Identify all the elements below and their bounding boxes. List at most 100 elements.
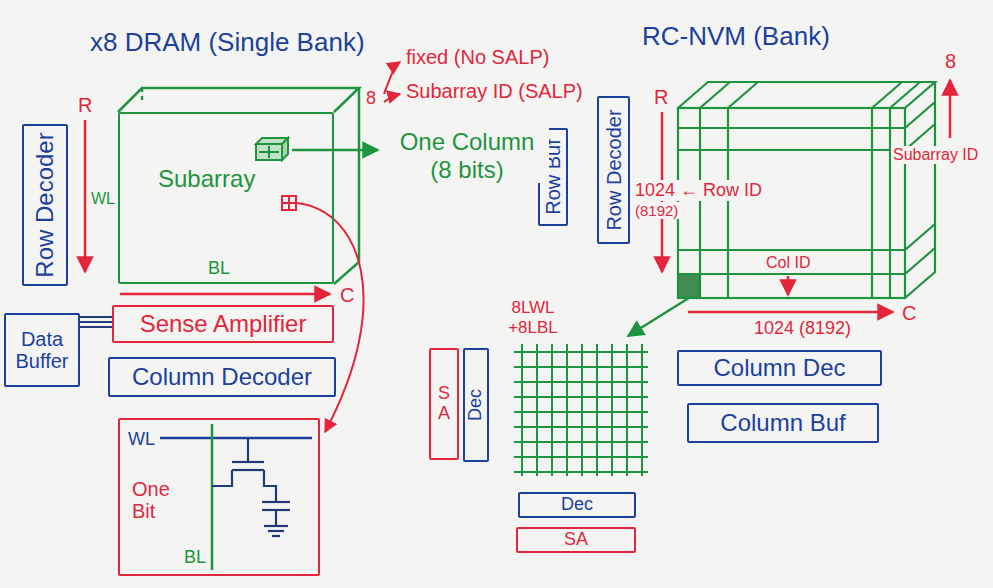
label-text: 8LWL +8LBL: [500, 298, 566, 337]
selected-cell: [679, 275, 700, 297]
label-text: RC-NVM (Bank): [640, 22, 832, 52]
label-text: Subarray ID: [891, 146, 980, 164]
grid-line: [514, 366, 648, 368]
grid-line: [890, 82, 920, 108]
column-pointer: [292, 149, 378, 152]
bit-cell: [282, 196, 296, 210]
node-text: SA: [564, 530, 588, 550]
ground-symbol: [264, 525, 288, 527]
label-text: 8: [943, 50, 958, 73]
grid-line: [872, 82, 902, 108]
label-text: 1024 ← Row ID: [633, 180, 764, 201]
grid-line: [905, 224, 935, 250]
source-wire: [264, 470, 276, 502]
grid-line: [514, 411, 648, 413]
grid-line: [905, 102, 935, 128]
gate-plate: [232, 461, 264, 463]
decoder-box: Dec: [518, 492, 636, 518]
node-text: Dec: [561, 495, 593, 515]
node-text: Subarray: [158, 166, 255, 192]
label-text: C: [900, 302, 918, 325]
grid-line: [905, 248, 935, 274]
cube-top: [118, 88, 359, 112]
label-text: BL: [206, 258, 232, 279]
grid-line: [727, 108, 729, 298]
label-text: Subarray ID (SALP): [404, 80, 585, 103]
cube-top: [678, 82, 935, 108]
dram-cube: [118, 88, 359, 284]
grid-line: [514, 456, 648, 458]
grid-line: [678, 249, 905, 251]
ground-wire: [275, 510, 277, 526]
transistor-capacitor: [212, 438, 290, 536]
bus-connector: [80, 317, 112, 327]
label-text: R: [652, 86, 670, 109]
label-text: C: [338, 284, 356, 307]
cube-side: [334, 88, 359, 284]
sense-amp-box: SA: [429, 348, 459, 460]
grid-line: [514, 381, 648, 383]
red-pointer: [384, 62, 400, 94]
label-text: 8: [364, 88, 378, 109]
node-text: Column Buf: [720, 410, 845, 436]
ground-symbol: [268, 530, 284, 532]
grid-line: [678, 127, 905, 129]
node-text: SA: [435, 384, 453, 424]
column-axis-arrow: [120, 293, 330, 296]
depth-arrow: [949, 80, 952, 138]
grid-line: [514, 426, 648, 428]
row-decoder-box: Row Decoder: [597, 96, 630, 244]
node-text: Sense Amplifier: [140, 311, 307, 337]
grid-line: [871, 108, 873, 298]
node-text: One Bit: [132, 478, 176, 522]
bitline: [211, 424, 214, 570]
node-text: Row Decoder: [32, 132, 58, 277]
capacitor-plate: [262, 501, 290, 503]
zoom-pointer: [297, 203, 364, 432]
grid-line: [678, 273, 905, 275]
channel: [232, 469, 264, 471]
crosspoint-grid: [514, 344, 648, 476]
cube-front: [678, 108, 905, 298]
grid-line: [700, 82, 730, 108]
node-text: BL: [184, 548, 206, 568]
grid-line: [678, 149, 905, 151]
sense-amp-box: Sense Amplifier: [112, 305, 334, 343]
sense-amp-box: SA: [516, 527, 636, 553]
label-text: One Column (8 bits): [385, 128, 549, 183]
column-block: [256, 138, 288, 160]
hidden-edge: [141, 88, 144, 102]
node-text: Column Dec: [713, 355, 845, 381]
label-text: R: [76, 94, 94, 117]
grid-line: [514, 471, 648, 473]
label-text: fixed (No SALP): [404, 46, 551, 69]
grid-line: [514, 396, 648, 398]
cell-square: [282, 196, 296, 210]
grid-line: [514, 351, 648, 353]
row-decoder-box: Row Decoder: [22, 124, 68, 286]
node-text: Dec: [466, 389, 486, 421]
column-axis-arrow: [688, 311, 893, 314]
block-side: [282, 138, 288, 160]
block-front: [256, 144, 282, 160]
column-buffer-box: Column Buf: [687, 403, 879, 443]
cell-inset: WL One BitBL: [118, 418, 320, 576]
label-text: Col ID: [764, 254, 812, 272]
wordline: [160, 437, 312, 440]
ground-symbol: [272, 535, 280, 537]
column-decoder-box: Column Decoder: [108, 357, 336, 397]
drain-wire: [212, 470, 232, 486]
grid-line: [889, 108, 891, 298]
decoder-box: Dec: [463, 348, 489, 462]
label-text: 1024 (8192): [752, 318, 853, 339]
node-text: Row Decoder: [603, 109, 625, 230]
node-text: WL: [128, 430, 155, 450]
data-buffer-box: Data Buffer: [4, 313, 80, 387]
grid-line: [728, 82, 758, 108]
red-pointer: [384, 94, 400, 102]
label-text: WL: [89, 190, 117, 208]
grid-line: [514, 441, 648, 443]
cell-grid: [282, 202, 296, 204]
label-text: (8192): [633, 202, 680, 219]
